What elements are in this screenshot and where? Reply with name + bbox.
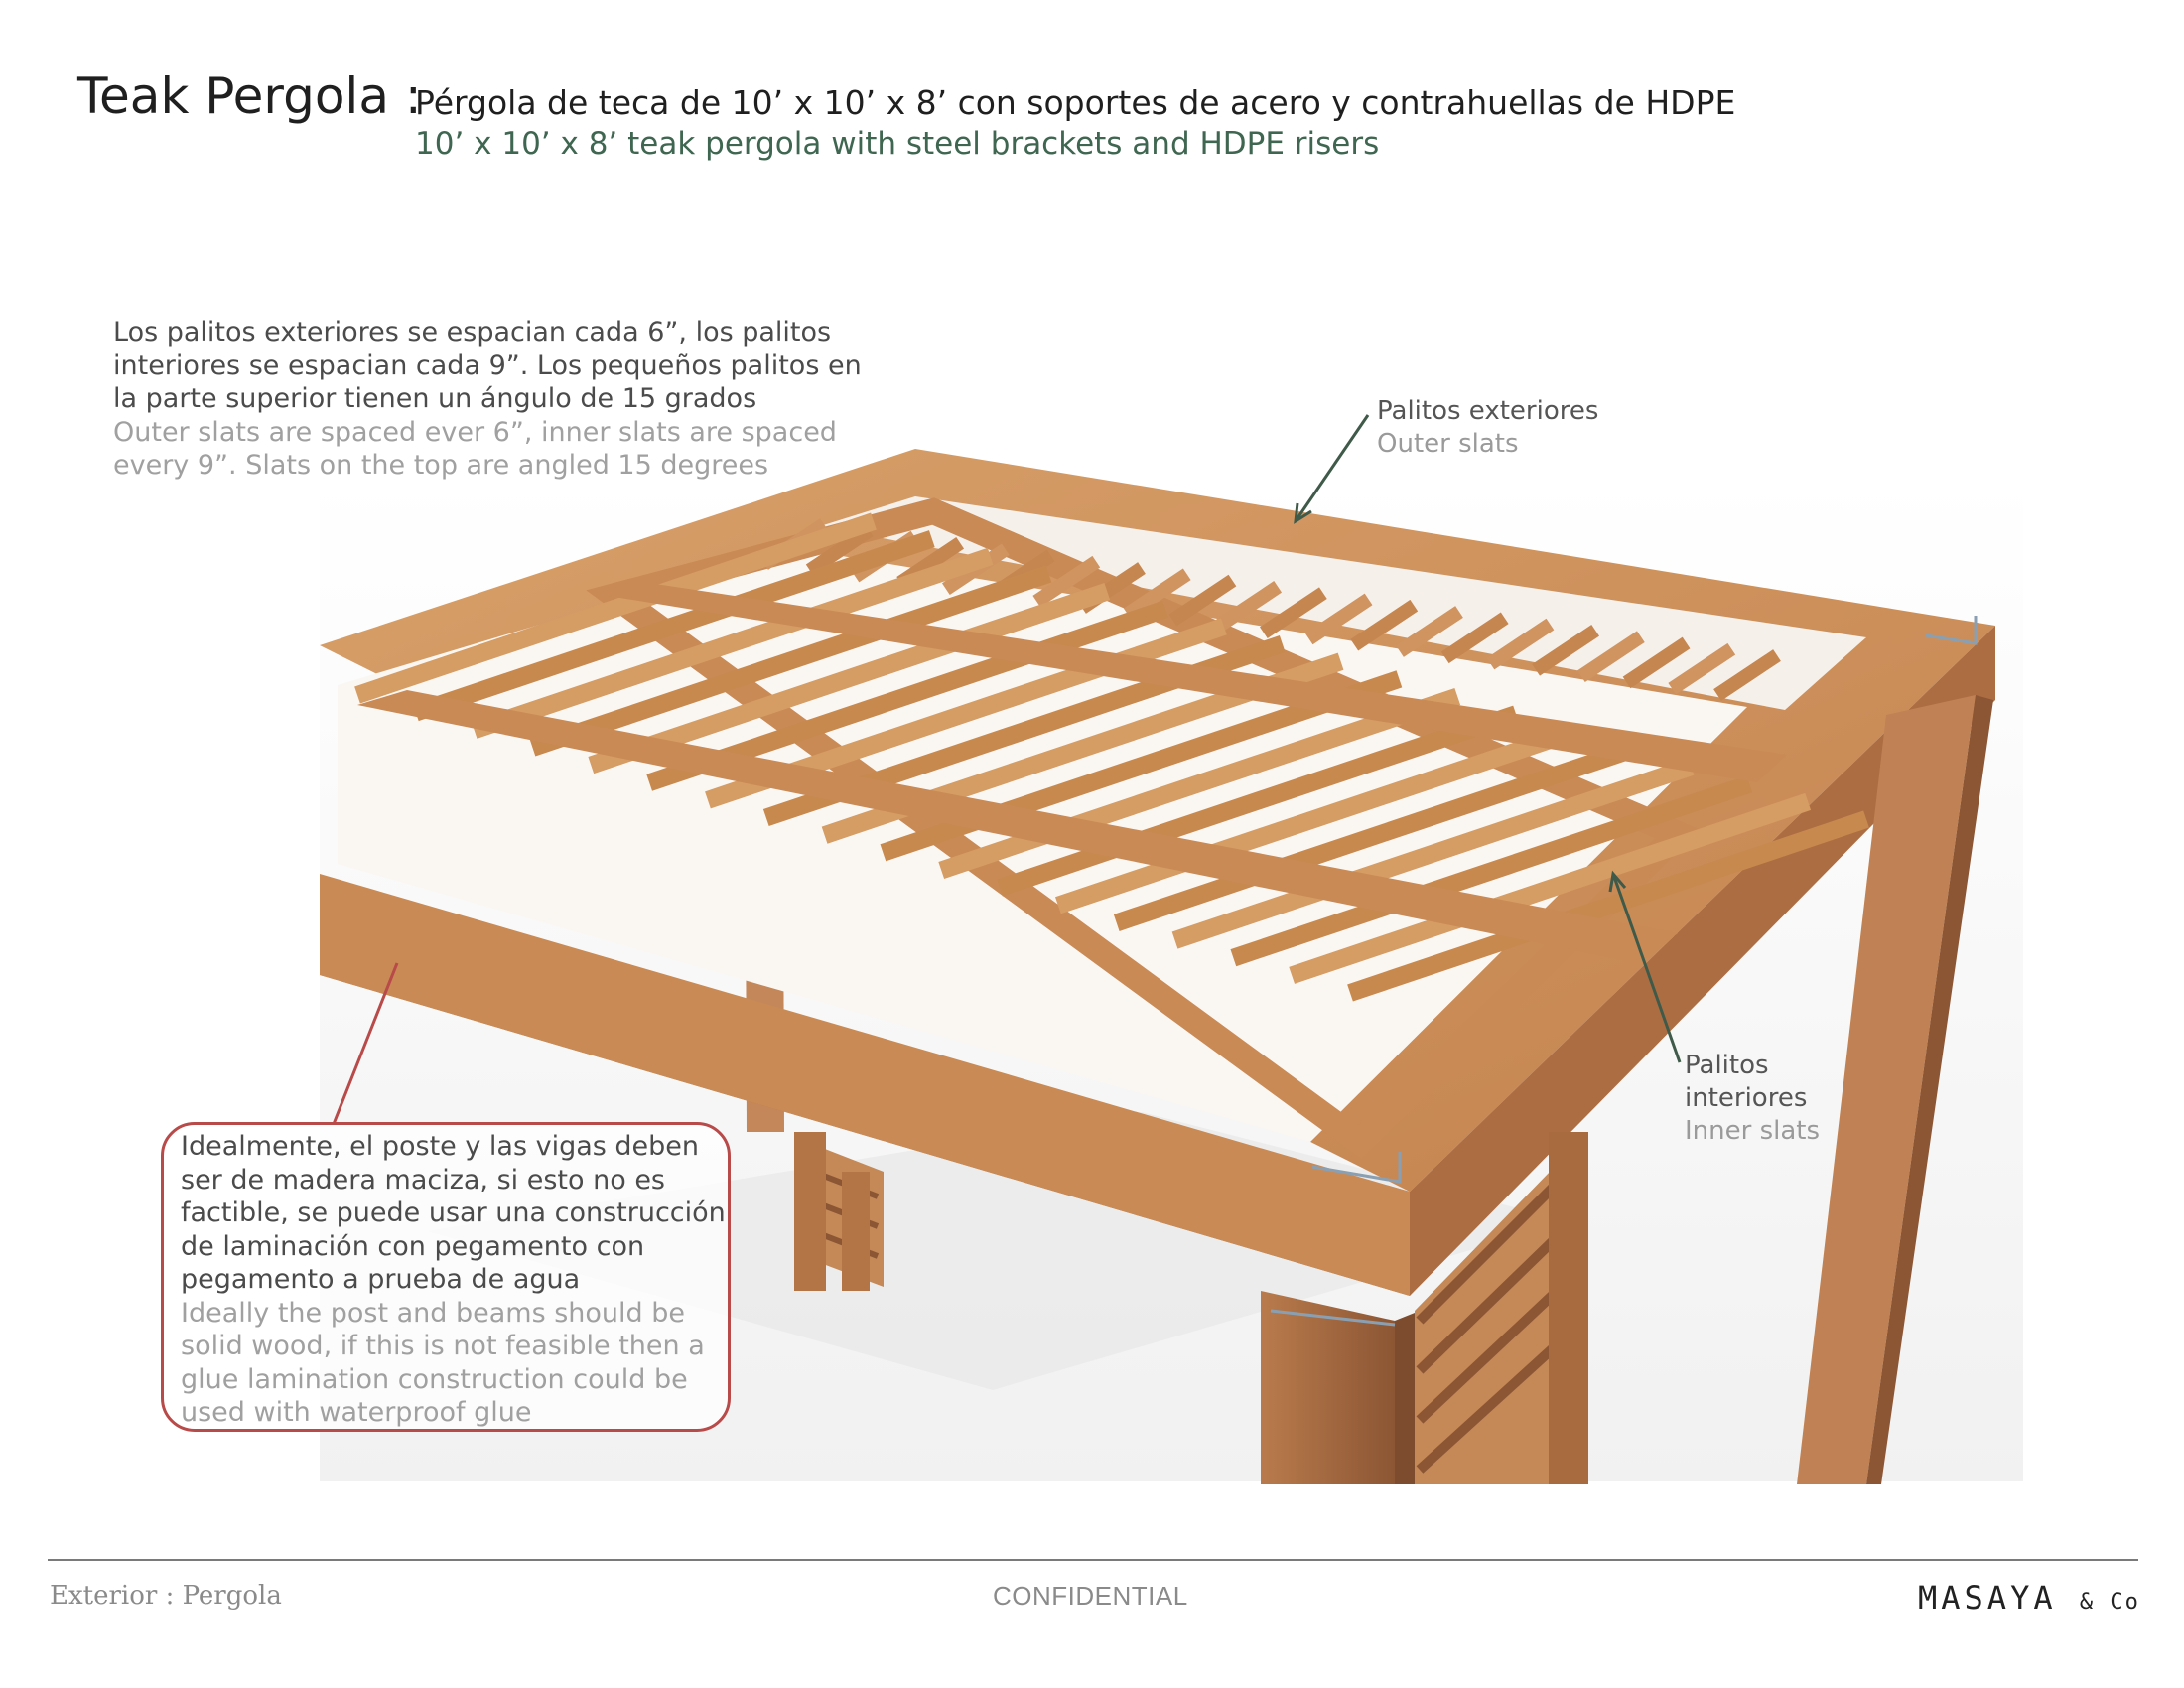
subtitle-english: 10’ x 10’ x 8’ teak pergola with steel b… <box>415 126 1380 162</box>
roof-slat-inner <box>354 512 877 704</box>
slat-spacing-note-en: Outer slats are spaced ever 6”, inner sl… <box>113 416 837 482</box>
right-ladder-panel <box>1415 1132 1588 1484</box>
inner-slats-label-en: Inner slats <box>1685 1116 1821 1146</box>
inner-slats-arrow <box>1608 870 1682 1063</box>
back-left-leg-2 <box>842 1172 870 1291</box>
inner-slats-label-es-1: Palitos <box>1685 1051 1769 1080</box>
outer-slats-label-es: Palitos exteriores <box>1377 396 1599 426</box>
inner-slats-label: Palitos interiores Inner slats <box>1685 1050 1820 1148</box>
slat-spacing-note-es: Los palitos exteriores se espacian cada … <box>113 317 862 414</box>
roof-slat-inner <box>471 547 994 739</box>
post-beams-pointer <box>332 962 399 1125</box>
back-left-leg <box>794 1132 826 1291</box>
roof-slat-inner <box>588 583 1111 774</box>
roof-slat-outer <box>1304 593 1373 645</box>
roof-slat-inner <box>1171 758 1695 949</box>
front-left-beam-upper <box>320 874 1410 1296</box>
front-corner-post <box>1261 1291 1395 1484</box>
brand-logo-name: MASAYA <box>1918 1579 2057 1617</box>
roof-slat-outer <box>1168 574 1237 627</box>
roof-slat-outer <box>1668 642 1736 695</box>
roof-slat-outer <box>805 524 874 577</box>
inner-slats-label-es-2: interiores <box>1685 1083 1808 1113</box>
outer-slats-label: Palitos exteriores Outer slats <box>1377 395 1598 461</box>
front-right-beam <box>1410 626 1995 1296</box>
roof-slat-outer <box>1214 581 1283 633</box>
cross-beam-1 <box>596 581 1787 782</box>
footer-section-label: Exterior : Pergola <box>50 1581 282 1611</box>
roof-slat-inner <box>529 565 1052 757</box>
post-beams-callout-box <box>161 1122 731 1432</box>
right-ladder-post <box>1549 1132 1588 1484</box>
post-beams-callout: Idealmente, el poste y las vigas deben s… <box>181 1130 737 1430</box>
roof-slat-inner <box>1289 792 1812 984</box>
roof-slat-outer <box>1440 612 1509 664</box>
roof-slat-outer <box>1396 606 1463 657</box>
roof-slat-outer <box>1532 625 1600 676</box>
brand-logo: MASAYA & Co <box>1918 1579 2140 1617</box>
roof-slat-outer <box>1350 599 1419 651</box>
front-corner-post-face <box>1395 1311 1420 1484</box>
roof-slat-outer <box>1486 618 1555 670</box>
far-right-post <box>1797 695 1976 1484</box>
subtitle-spanish: Pérgola de teca de 10’ x 10’ x 8’ con so… <box>415 83 1736 122</box>
post-beams-callout-es: Idealmente, el poste y las vigas deben s… <box>181 1131 726 1295</box>
far-right-post-edge <box>1866 695 1993 1484</box>
post-beams-callout-en: Ideally the post and beams should be sol… <box>181 1297 705 1429</box>
confidential-label: CONFIDENTIAL <box>993 1581 1188 1611</box>
roof-slat-inner <box>412 530 935 722</box>
page-title: Teak Pergola : <box>77 68 422 125</box>
roof-slat-inner <box>1230 775 1753 967</box>
steel-brackets <box>1270 616 1978 1327</box>
brand-logo-suffix: & Co <box>2079 1590 2140 1615</box>
outer-slats-arrow <box>1294 414 1370 524</box>
roof-slat-outer <box>1123 568 1191 621</box>
roof-slat-inner <box>1347 810 1869 1002</box>
roof-slat-outer <box>1032 555 1101 608</box>
roof-slat-outer <box>1576 631 1645 682</box>
outer-slats-label-en: Outer slats <box>1377 429 1519 459</box>
footer-divider <box>48 1559 2138 1561</box>
slat-spacing-note: Los palitos exteriores se espacian cada … <box>113 316 868 483</box>
roof-slat-outer <box>1259 587 1327 638</box>
roof-slat-outer <box>1713 649 1781 701</box>
cross-beam-2 <box>357 690 1678 963</box>
roof-slat-outer <box>1622 636 1691 689</box>
